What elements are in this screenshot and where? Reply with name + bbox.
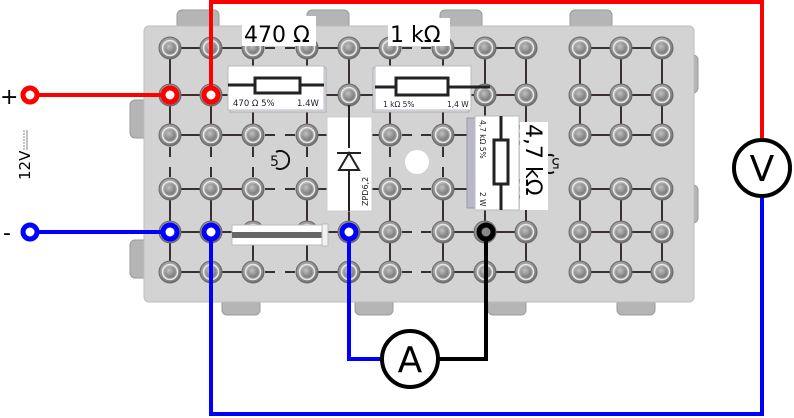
board-socket[interactable] [609, 123, 633, 147]
board-socket[interactable] [650, 260, 674, 284]
board-socket[interactable] [514, 260, 538, 284]
board-socket[interactable] [568, 123, 592, 147]
ammeter-symbol: A [398, 340, 423, 381]
board-socket[interactable] [568, 220, 592, 244]
supply-terminal-negative[interactable] [20, 222, 40, 242]
resistor-470-value: 470 Ω 5% [233, 99, 275, 109]
resistor-4k7-label: 4,7 kΩ [520, 124, 545, 196]
board-socket[interactable] [378, 177, 402, 201]
board-socket[interactable] [431, 177, 455, 201]
board-socket[interactable] [158, 123, 182, 147]
board-socket[interactable] [158, 260, 182, 284]
ammeter[interactable]: A [380, 329, 440, 389]
board-socket[interactable] [431, 260, 455, 284]
resistor-470-label: 470 Ω [244, 23, 310, 48]
board-socket[interactable] [158, 177, 182, 201]
board-socket[interactable] [378, 260, 402, 284]
svg-text:5: 5 [551, 154, 560, 170]
supply-terminal-positive[interactable] [20, 85, 40, 105]
board-socket[interactable] [337, 36, 361, 60]
board-socket[interactable] [650, 177, 674, 201]
board-socket[interactable] [295, 260, 319, 284]
board-socket[interactable] [609, 177, 633, 201]
board-socket[interactable] [650, 220, 674, 244]
board-socket[interactable] [568, 177, 592, 201]
board-socket[interactable] [241, 177, 265, 201]
zener-diode[interactable]: ZPD6,2 [326, 105, 373, 212]
wires [30, 0, 764, 416]
resistor-4k7-value: 4,7 kΩ 5% [478, 120, 487, 159]
board-socket[interactable] [514, 220, 538, 244]
supply-voltage-label: 12V [16, 130, 34, 180]
board-socket[interactable] [609, 220, 633, 244]
voltmeter[interactable]: V [732, 138, 792, 198]
board-socket[interactable] [514, 36, 538, 60]
resistor-1k[interactable]: 1 kΩ 5% 1,4 W [372, 65, 490, 113]
board-socket[interactable] [337, 83, 361, 107]
svg-text:12V: 12V [16, 150, 34, 180]
supply-plus-label: + [0, 85, 18, 110]
board-socket[interactable] [431, 123, 455, 147]
supply-minus-label: - [3, 221, 11, 246]
board-socket[interactable] [609, 260, 633, 284]
resistor-1k-power: 1,4 W [447, 100, 469, 109]
svg-text:5: 5 [270, 154, 279, 170]
board-socket[interactable] [609, 83, 633, 107]
board-mounting-hole [405, 150, 429, 174]
board-socket[interactable] [568, 260, 592, 284]
board-socket[interactable] [199, 177, 223, 201]
wire-ammeter-ground [439, 232, 488, 361]
short-circuit-plug[interactable] [231, 223, 329, 247]
resistor-470-power: 1.4W [297, 99, 320, 109]
board-socket[interactable] [378, 123, 402, 147]
wire-plugs [160, 85, 496, 242]
board-socket[interactable] [514, 83, 538, 107]
board-socket[interactable] [650, 123, 674, 147]
board-socket[interactable] [158, 36, 182, 60]
voltmeter-symbol: V [750, 149, 775, 190]
resistor-4k7-power: 2 W [478, 192, 487, 207]
board-socket[interactable] [473, 36, 497, 60]
board-socket[interactable] [378, 220, 402, 244]
board-socket[interactable] [568, 83, 592, 107]
board-socket[interactable] [199, 123, 223, 147]
wire-ammeter-negative [347, 232, 382, 361]
board-socket[interactable] [241, 260, 265, 284]
board-socket[interactable] [650, 83, 674, 107]
board-socket[interactable] [650, 36, 674, 60]
wire-negative-voltmeter [209, 197, 764, 416]
board-socket[interactable] [241, 123, 265, 147]
board-socket[interactable] [473, 83, 497, 107]
board-socket[interactable] [295, 177, 319, 201]
wire-positive-voltmeter [209, 0, 764, 140]
zener-diode-label: ZPD6,2 [361, 177, 370, 206]
board-marker-left: 5 [270, 150, 291, 170]
board-socket[interactable] [295, 123, 319, 147]
board-socket[interactable] [431, 220, 455, 244]
board-socket[interactable] [609, 36, 633, 60]
resistor-470[interactable]: 470 Ω 5% 1.4W [227, 65, 327, 113]
resistor-4k7[interactable]: 4,7 kΩ 5% 2 W [466, 115, 520, 211]
resistor-1k-label: 1 kΩ [390, 23, 441, 48]
resistor-1k-value: 1 kΩ 5% [383, 100, 415, 109]
board-socket[interactable] [568, 36, 592, 60]
